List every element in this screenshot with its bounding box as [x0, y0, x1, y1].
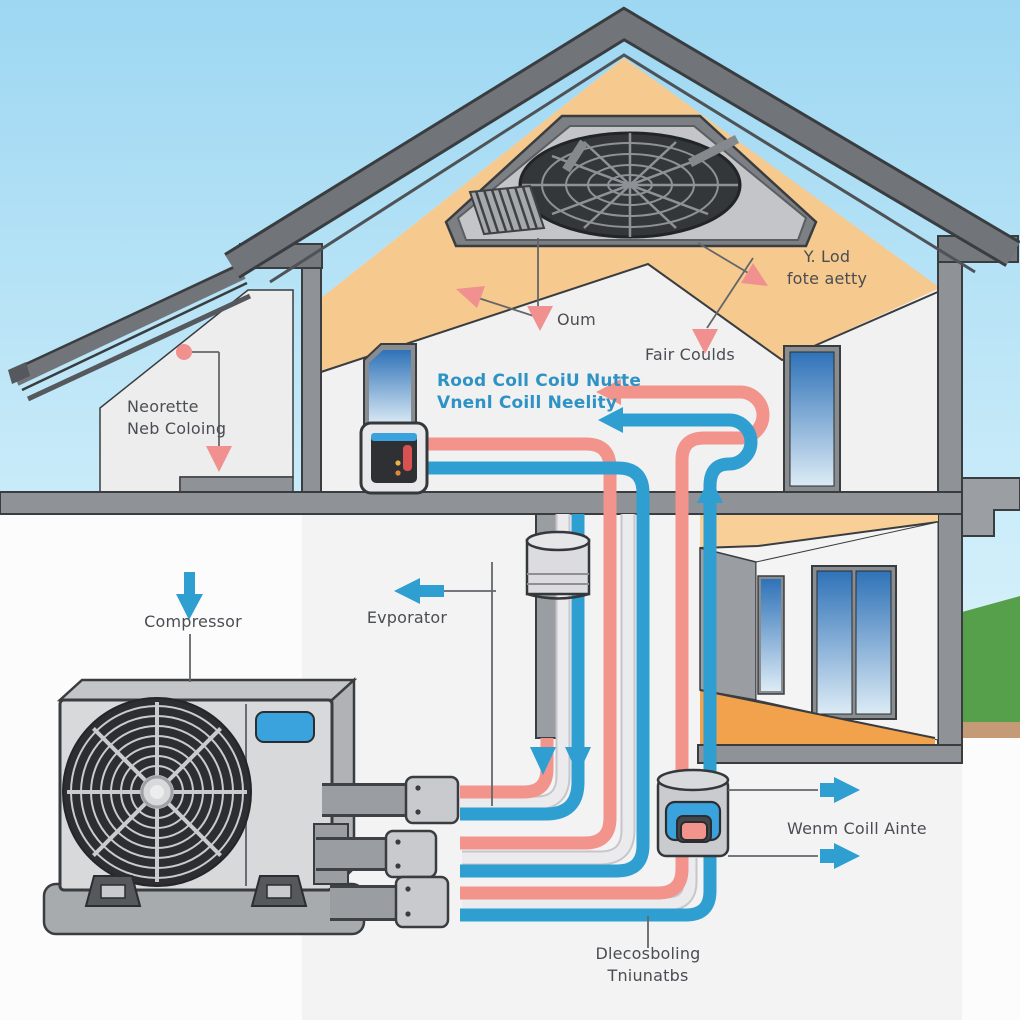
vent-louver-icon — [468, 184, 546, 236]
cold-pipe-connector1 — [460, 514, 585, 821]
left-house — [8, 261, 294, 498]
pink-arrow-down-icon — [206, 446, 232, 472]
thermostat-slider — [403, 445, 412, 471]
pink-arrow-upleft-icon — [456, 286, 485, 308]
mount-foot — [84, 875, 142, 907]
label-line: Y. Lod — [803, 247, 851, 266]
cold-arrow-down-icon — [565, 747, 591, 775]
yard-right — [961, 477, 1020, 1020]
pink-arrow-down-icon — [692, 329, 718, 354]
pink-arrow-down-icon — [527, 306, 553, 331]
soil — [962, 722, 1020, 738]
blue-arrow-down-icon — [176, 572, 203, 620]
evaporator-cylinder — [525, 530, 591, 600]
label-evaporator: Evporator — [366, 608, 448, 627]
cold-arrow-up-icon — [697, 476, 723, 503]
window-lower-narrow — [757, 575, 785, 695]
room-ceiling — [700, 514, 938, 548]
cold-pipe-thermostat — [426, 461, 650, 878]
line-connector — [404, 775, 460, 825]
label-fair-coulds: Fair Coulds — [645, 345, 735, 364]
line-connector — [394, 875, 450, 929]
blue-arrow-right-icon — [820, 843, 860, 869]
label-attic-load: Y. Lod fote aetty — [787, 246, 867, 290]
hot-arrow-left-icon — [596, 379, 621, 405]
cold-arrow-down-icon — [530, 747, 556, 775]
window-upper-right — [783, 345, 841, 493]
thermostat-led — [395, 470, 401, 476]
compressor-unit — [42, 677, 366, 936]
window-upper-left — [363, 343, 417, 431]
blue-arrow-left-icon — [394, 578, 444, 604]
fan-grille-icon — [62, 697, 252, 887]
ceiling-fan-unit — [444, 114, 818, 248]
ceiling-line — [320, 262, 941, 373]
blue-arrow-right-icon — [820, 777, 860, 803]
thermostat-statusbar — [371, 433, 417, 441]
bush — [962, 596, 1020, 726]
hot-pipe-thermostat — [426, 437, 617, 850]
roof — [224, 6, 1020, 284]
bottom-slab — [697, 744, 963, 764]
label-left-house: Neorette Neb Coloing — [127, 397, 227, 438]
label-bottom-note: Dlecosboling Tniunatbs — [595, 944, 701, 985]
left-wall — [301, 255, 322, 515]
eave-lip — [8, 362, 30, 384]
pipe-connectors — [313, 775, 460, 929]
room-floor — [700, 690, 935, 747]
refrigerant-pipes — [426, 379, 770, 922]
pink-arrow-downright-icon — [741, 263, 768, 286]
compressor-top — [56, 678, 358, 702]
cold-pipe-riser — [460, 413, 758, 922]
label-warm-coil: Wenm Coill Ainte — [787, 819, 927, 838]
annotation-arrows — [176, 263, 860, 869]
brand-badge — [255, 711, 315, 743]
hot-pipe-connector1 — [460, 738, 554, 799]
hot-pipe-riser — [460, 385, 770, 900]
marker-dot-icon — [176, 344, 192, 360]
label-line: fote aetty — [786, 269, 868, 288]
sliding-door — [811, 565, 897, 720]
label-compressor: Compressor — [144, 612, 242, 631]
label-coil-note: Rood Coll CoiU Nutte Vnenl Coill Neelity — [437, 371, 642, 413]
label-supply-air: Oum — [557, 310, 596, 329]
warm-coil-unit — [656, 768, 730, 858]
thermostat-led — [395, 460, 401, 466]
floor-slab — [0, 491, 963, 515]
mount-foot — [250, 875, 308, 907]
living-room — [697, 514, 963, 764]
leader-lines — [189, 238, 818, 948]
cold-arrow-left-icon — [598, 407, 623, 433]
line-connector — [384, 829, 438, 879]
thermostat — [359, 421, 429, 495]
